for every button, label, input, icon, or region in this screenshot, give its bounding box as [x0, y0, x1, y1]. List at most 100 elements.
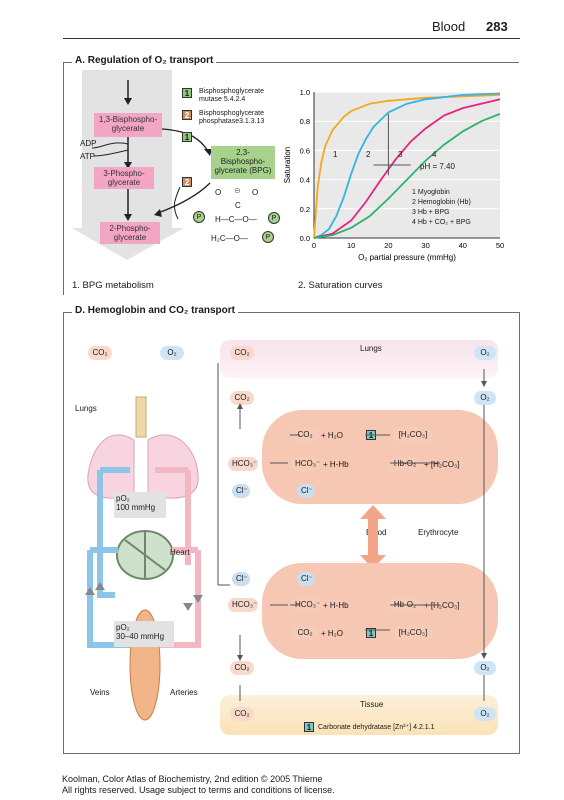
o2-pill: O₂ — [474, 346, 496, 360]
section-a-title: A. Regulation of O₂ transport — [72, 55, 217, 66]
struct-c1: C — [235, 201, 241, 210]
enzyme-1-name: Bisphosphoglycerate mutase 5.4.2.4 — [199, 88, 264, 103]
arteries-label: Arteries — [170, 688, 198, 697]
struct-o2: O — [252, 188, 259, 197]
curve-label-2: 2 — [366, 150, 371, 159]
h2co3-b: + [H₂CO₃] — [424, 601, 460, 610]
bpg-caption: 1. BPG metabolism — [72, 280, 154, 291]
co2-pill: CO₂ — [230, 661, 254, 675]
series-line-3 — [313, 98, 501, 239]
cl-outside: Cl⁻ — [232, 484, 250, 498]
bidirectional-arrow — [360, 505, 386, 569]
bpg-flow-arrows — [154, 128, 212, 220]
o2-in-pill: O₂ — [160, 346, 184, 360]
footer-rights: All rights reserved. Usage subject to te… — [62, 785, 335, 795]
x-tick-label: 40 — [459, 241, 467, 250]
o2-pill: O₂ — [474, 661, 496, 675]
marker-enzyme-2: 2 — [182, 177, 192, 187]
x-axis-label: O₂ partial pressure (mmHg) — [358, 253, 456, 262]
struct-h2c: H₂C—O— — [211, 234, 248, 243]
chapter-title: Blood — [432, 19, 466, 34]
marker-enzyme-1: 1 — [182, 132, 192, 142]
y-axis-label: Saturation — [283, 147, 292, 183]
co2-pill: CO₂ — [230, 346, 254, 360]
legend-item-1: 1 Myoglobin — [412, 189, 450, 196]
y-tick-label: 1.0 — [300, 88, 310, 97]
legend-item-2: 2 Hemoglobin (Hb) — [412, 199, 471, 206]
eq-h2o: + H₂O — [321, 629, 343, 638]
curve-label-4: 4 — [432, 150, 437, 159]
eq-co2: CO₂ — [292, 428, 318, 442]
x-tick-label: 20 — [384, 241, 392, 250]
series-line-4 — [313, 113, 501, 239]
section-d-title: D. Hemoglobin and CO₂ transport — [72, 305, 238, 316]
section-d-frame — [63, 312, 520, 754]
y-tick-label: 0.0 — [300, 234, 310, 243]
eq-h2co3: [H₂CO₃] — [393, 428, 433, 442]
o2-pill: O₂ — [474, 391, 496, 405]
h2co3-b: + [H₂CO₃] — [424, 460, 460, 469]
phosphoglycerate-3-box: 3-Phospho- glycerate — [94, 167, 154, 189]
lungs-panel — [220, 340, 498, 378]
enzyme-1-badge: 1 — [182, 88, 192, 98]
co2-pill: CO₂ — [230, 707, 254, 721]
hco3-inside: HCO₃⁻ — [291, 457, 321, 471]
atp-label: ATP — [80, 152, 95, 161]
cl-inside: Cl⁻ — [297, 572, 315, 586]
struct-hc: H—C—O— — [215, 215, 257, 224]
co2-out-pill: CO₂ — [88, 346, 112, 360]
hco3-outside: HCO₃⁻ — [228, 457, 258, 471]
phosphate-icon: P — [262, 231, 274, 243]
h-hb: + H-Hb — [323, 460, 349, 469]
struct-o1: O — [215, 188, 222, 197]
curve-label-1: 1 — [333, 150, 338, 159]
header-rule — [63, 38, 520, 39]
eq-h2co3: [H₂CO₃] — [393, 626, 433, 640]
struct-charge: ⊖ — [234, 186, 241, 195]
curve-label-3: 3 — [398, 150, 403, 159]
section-a-frame — [63, 62, 519, 295]
series-line-1 — [313, 94, 501, 239]
phosphate-icon: P — [268, 212, 280, 224]
y-tick-label: 0.2 — [300, 205, 310, 214]
tissue-panel-title: Tissue — [360, 700, 384, 709]
heart-label: Heart — [170, 548, 190, 557]
ph-label: pH = 7.40 — [420, 162, 455, 171]
flow-arrows — [217, 363, 487, 701]
erythrocyte-label: Erythrocyte — [418, 528, 459, 537]
cl-inside: Cl⁻ — [297, 484, 315, 498]
tissue-panel — [220, 695, 498, 735]
carbonate-dehydratase-legend: Carbonate dehydratase [Zn²⁺] 4.2.1.1 — [318, 724, 435, 731]
h-hb: + H-Hb — [323, 601, 349, 610]
hco3-inside: HCO₃⁻ — [291, 598, 321, 612]
y-tick-label: 0.6 — [300, 146, 310, 155]
bisphosphoglycerate-13-box: 1,3-Bisphospho- glycerate — [94, 113, 162, 137]
veins-label: Veins — [90, 688, 110, 697]
hco3-outside: HCO₃⁻ — [228, 598, 258, 612]
eq-co2: CO₂ — [292, 626, 318, 640]
x-tick-label: 0 — [312, 241, 316, 250]
phosphoglycerate-2-box: 2-Phospho- glycerate — [100, 222, 160, 244]
enzyme-1-badge: 1 — [304, 722, 314, 732]
y-tick-label: 0.4 — [300, 176, 310, 185]
x-tick-label: 30 — [421, 241, 429, 250]
bpg-23-box: 2,3- Bisphospho- glycerate (BPG) — [211, 146, 275, 179]
co2-pill: CO₂ — [230, 391, 254, 405]
chart-legend: 1 Myoglobin 2 Hemoglobin (Hb) 3 Hb + BPG… — [412, 188, 471, 228]
legend-item-3: 3 Hb + BPG — [412, 209, 450, 216]
enzyme-1-badge: 1 — [366, 628, 376, 638]
footer-copyright: Koolman, Color Atlas of Biochemistry, 2n… — [62, 774, 323, 784]
y-tick-label: 0.8 — [300, 117, 310, 126]
eq-h2o: + H₂O — [321, 431, 343, 440]
series-line-2 — [313, 92, 501, 239]
page-number: 283 — [486, 19, 508, 34]
adp-label: ADP — [80, 139, 97, 148]
x-tick-label: 10 — [347, 241, 355, 250]
cl-outside: Cl⁻ — [232, 572, 250, 586]
enzyme-2-name: Bisphosphoglycerate phosphatase3.1.3.13 — [199, 110, 265, 125]
lungs-panel-title: Lungs — [360, 344, 382, 353]
lungs-label: Lungs — [75, 404, 97, 413]
po2-low-box: pO₂ 30–40 mmHg — [114, 621, 174, 647]
po2-high-box: pO₂ 100 mmHg — [114, 492, 166, 518]
